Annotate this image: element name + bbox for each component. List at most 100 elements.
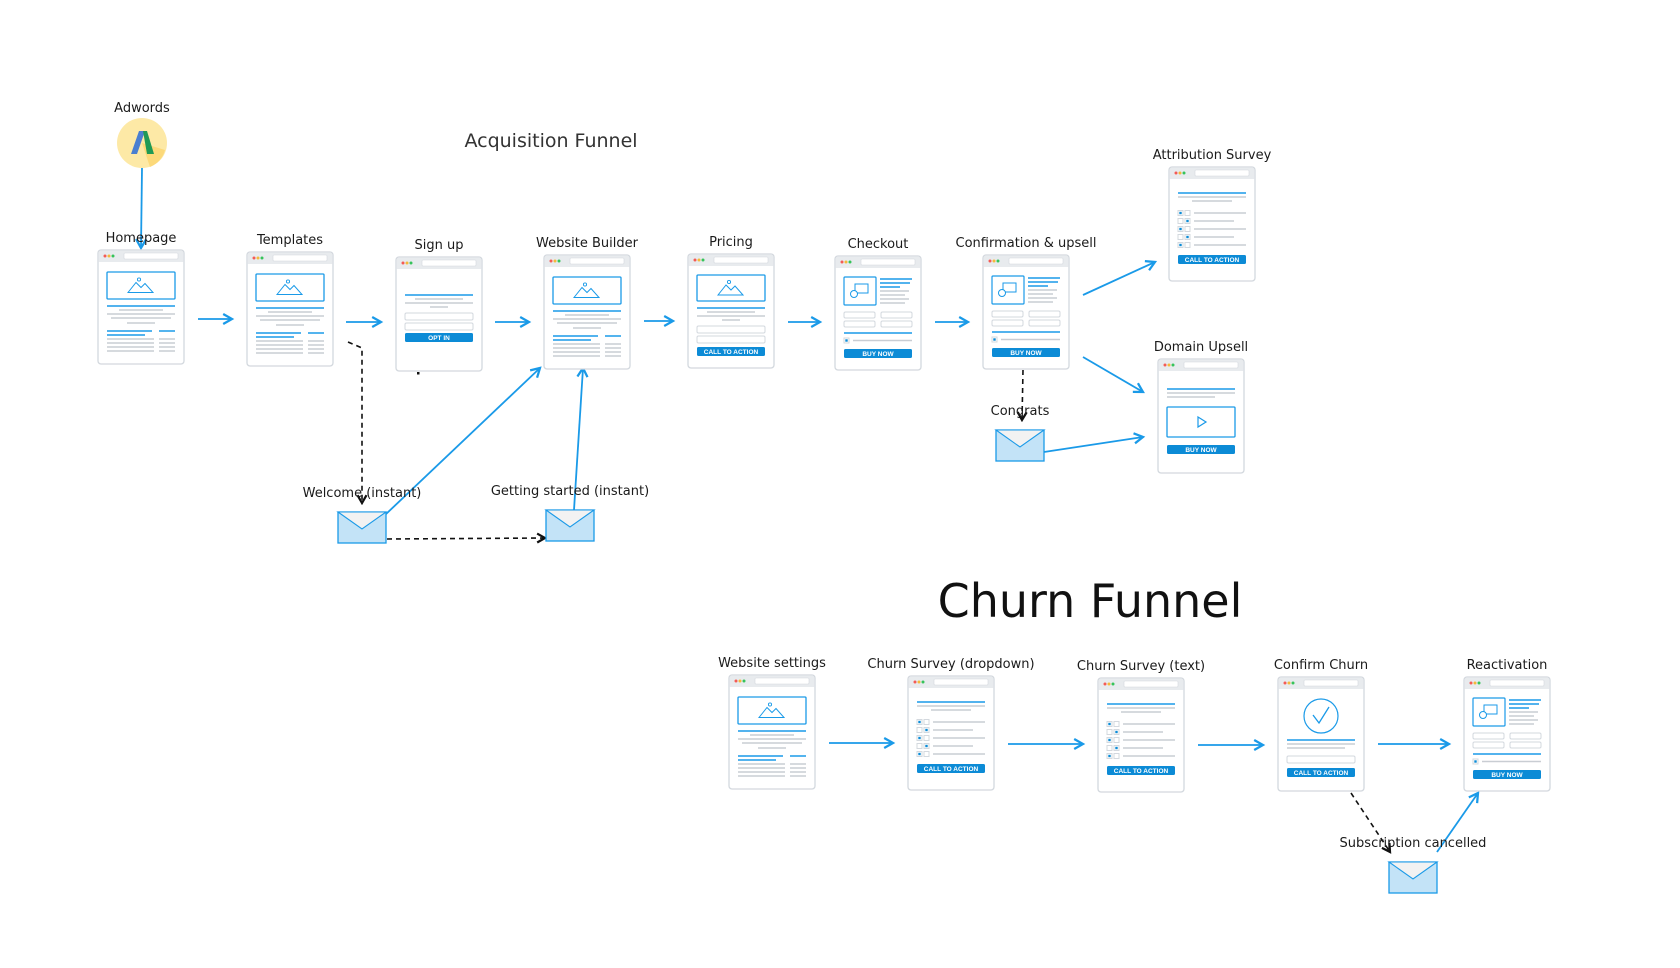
email-trigger-arrow (1350, 792, 1390, 852)
email-trigger-arrow (347, 341, 362, 503)
address-bar (754, 677, 810, 685)
flow-arrow (573, 365, 589, 511)
cta-button (992, 348, 1060, 357)
email-label: Welcome (instant) (303, 486, 422, 501)
adwords-arrow (135, 167, 148, 251)
page-label: Confirmation & upsell (956, 236, 1097, 251)
credit-card-icon (1483, 704, 1498, 715)
page-label: Domain Upsell (1154, 340, 1248, 355)
email-getting-started[interactable]: Getting started (instant) (491, 484, 649, 542)
flow-arrow (384, 366, 542, 516)
cta-button (1287, 768, 1355, 777)
address-bar (933, 678, 989, 686)
address-bar (1183, 361, 1239, 369)
checkbox (1106, 745, 1113, 751)
browser-window (907, 675, 995, 791)
address-bar (421, 259, 477, 267)
email-welcome[interactable]: Welcome (instant) (303, 486, 422, 544)
image-placeholder-icon (716, 284, 745, 296)
cta-button-label: CALL TO ACTION (1185, 257, 1240, 264)
page-label: Reactivation (1467, 658, 1548, 673)
address-bar (1008, 257, 1064, 265)
cta-button-label: BUY NOW (862, 351, 894, 358)
email-label: Congrats (991, 404, 1050, 419)
address-bar (272, 254, 328, 262)
image-placeholder-icon (275, 283, 304, 295)
page-label: Sign up (415, 238, 464, 253)
page-label: Attribution Survey (1153, 148, 1272, 163)
play-icon (1197, 415, 1208, 429)
cta-button-label: CALL TO ACTION (1294, 770, 1349, 777)
address-bar (1194, 169, 1250, 177)
source-label: Adwords (114, 101, 170, 116)
page-website-settings[interactable]: Website settings (718, 656, 826, 790)
acquisition-funnel-title: Acquisition Funnel (464, 130, 637, 152)
source-adwords[interactable]: Adwords (114, 101, 170, 168)
page-templates[interactable]: Templates (246, 233, 334, 367)
address-bar (123, 252, 179, 260)
flow-arrow (1043, 432, 1146, 453)
page-label: Checkout (848, 237, 909, 252)
page-label: Templates (256, 233, 323, 248)
page-website-builder[interactable]: Website Builder (536, 236, 639, 370)
flow-arrow (1082, 356, 1145, 394)
page-churn-survey-text[interactable]: Churn Survey (text) CALL TO ACTION (1077, 659, 1205, 793)
address-bar (1489, 679, 1545, 687)
page-homepage[interactable]: Homepage (97, 231, 185, 365)
cta-button (697, 347, 765, 356)
image-placeholder-icon (126, 281, 155, 293)
cta-button (1178, 255, 1246, 264)
credit-card-icon (1002, 282, 1017, 293)
page-label: Website settings (718, 656, 826, 671)
page-churn-survey-dropdown[interactable]: Churn Survey (dropdown)CALL TO ACTION (867, 657, 1035, 791)
address-bar (860, 258, 916, 266)
email-subscription-cancelled[interactable]: Subscription cancelled (1340, 836, 1487, 894)
cta-button-label: OPT IN (428, 335, 450, 342)
address-bar (1123, 680, 1179, 688)
email-label: Getting started (instant) (491, 484, 649, 499)
page-label: Churn Survey (text) (1077, 659, 1205, 674)
checkbox (916, 727, 923, 733)
churn-funnel-title: Churn Funnel (938, 574, 1243, 628)
flow-arrow (1436, 791, 1480, 853)
address-bar (569, 257, 625, 265)
cta-button (405, 333, 473, 342)
cta-button-label: CALL TO ACTION (924, 766, 979, 773)
cta-button-label: BUY NOW (1010, 350, 1042, 357)
page-sign-up[interactable]: Sign up OPT IN (395, 238, 483, 372)
connectors (135, 167, 1480, 853)
browser-window (1168, 166, 1256, 282)
cta-button (844, 349, 912, 358)
address-bar (1303, 679, 1359, 687)
checkbox (1177, 218, 1184, 224)
credit-card-icon (854, 283, 869, 294)
cta-button (917, 764, 985, 773)
cta-button (1107, 766, 1175, 775)
address-bar (713, 256, 769, 264)
checkbox (1106, 729, 1113, 735)
flow-arrow (1082, 259, 1158, 296)
cta-button-label: BUY NOW (1185, 447, 1217, 454)
browser-window (1097, 677, 1185, 793)
email-trigger-arrow (386, 538, 545, 539)
email-label: Subscription cancelled (1340, 836, 1487, 851)
cta-button-label: BUY NOW (1491, 772, 1523, 779)
nodes: Homepage Templates Sign up OPT IN Website Bu… (97, 101, 1551, 894)
checkmark-icon (1312, 706, 1330, 725)
page-label: Homepage (106, 231, 177, 246)
image-placeholder-icon (572, 286, 601, 298)
cta-button (1167, 445, 1235, 454)
image-placeholder-icon (757, 706, 786, 718)
page-label: Confirm Churn (1274, 658, 1368, 673)
email-congrats[interactable]: Congrats (991, 404, 1050, 462)
cta-button-label: CALL TO ACTION (1114, 768, 1169, 775)
checkbox (916, 743, 923, 749)
